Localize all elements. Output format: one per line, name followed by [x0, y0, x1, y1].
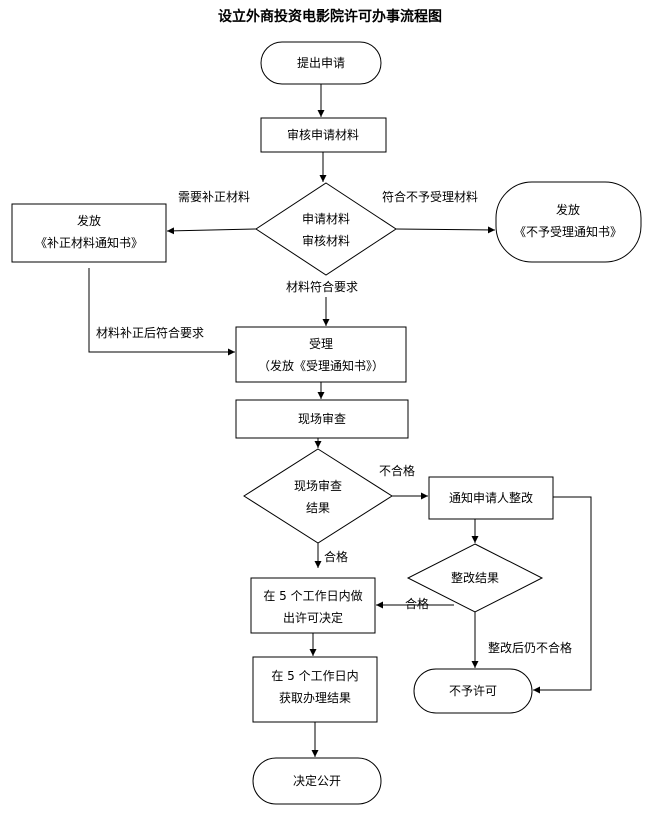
rectify-notice-label: 通知申请人整改	[449, 490, 533, 505]
reject-notice-node	[495, 181, 642, 263]
permit-decision-line1: 在 5 个工作日内做	[263, 588, 362, 603]
edge-decision-reject	[395, 226, 496, 234]
review-label: 审核申请材料	[287, 127, 359, 142]
label-meets-requirements: 材料符合要求	[286, 279, 358, 294]
site-inspection-label: 现场审查	[298, 411, 346, 426]
permit-decision-line2: 出许可决定	[283, 610, 343, 625]
site-decision-line2: 结果	[306, 501, 330, 515]
reject-notice-line2: 《不予受理通知书》	[514, 225, 622, 239]
submit-label: 提出申请	[297, 55, 345, 70]
site-decision	[243, 448, 393, 544]
review-decision-line2: 审核材料	[302, 233, 350, 248]
review-decision	[255, 182, 397, 276]
label-still-fail: 整改后仍不合格	[488, 640, 572, 655]
rectify-notice-node	[428, 476, 554, 520]
review-node	[260, 117, 387, 153]
label-fail: 不合格	[379, 463, 415, 478]
diagram-title: 设立外商投资电影院许可办事流程图	[218, 8, 442, 25]
get-result-line1: 在 5 个工作日内	[271, 669, 358, 683]
get-result-line2: 获取办理结果	[279, 690, 351, 705]
label-need-supplement: 需要补正材料	[178, 190, 250, 204]
supplement-notice-line2: 《补正材料通知书》	[35, 236, 143, 250]
site-decision-line1: 现场审查	[294, 478, 342, 493]
label-pass: 合格	[324, 549, 348, 564]
label-rectify-pass: 合格	[405, 596, 429, 611]
accept-node	[235, 326, 407, 383]
supplement-notice-line1: 发放	[77, 213, 101, 228]
accept-line2: （发放《受理通知书》）	[258, 358, 384, 373]
publish-node	[252, 757, 382, 805]
label-reject: 符合不予受理材料	[382, 189, 478, 204]
rectify-decision-label: 整改结果	[451, 570, 499, 585]
publish-label: 决定公开	[293, 773, 341, 788]
site-inspection-node	[235, 399, 409, 439]
accept-line1: 受理	[309, 337, 333, 351]
supplement-notice-node	[11, 203, 167, 263]
review-decision-line1: 申请材料	[302, 212, 350, 226]
no-permit-node	[413, 668, 533, 714]
edge-supplement-accept	[88, 268, 235, 356]
label-supplemented-ok: 材料补正后符合要求	[96, 325, 204, 340]
get-result-node	[252, 656, 378, 723]
reject-notice-line1: 发放	[556, 202, 580, 217]
edge-decision-supplement	[166, 227, 257, 235]
no-permit-label: 不予许可	[449, 684, 497, 698]
edge-notice-to-no-permit	[533, 496, 592, 694]
